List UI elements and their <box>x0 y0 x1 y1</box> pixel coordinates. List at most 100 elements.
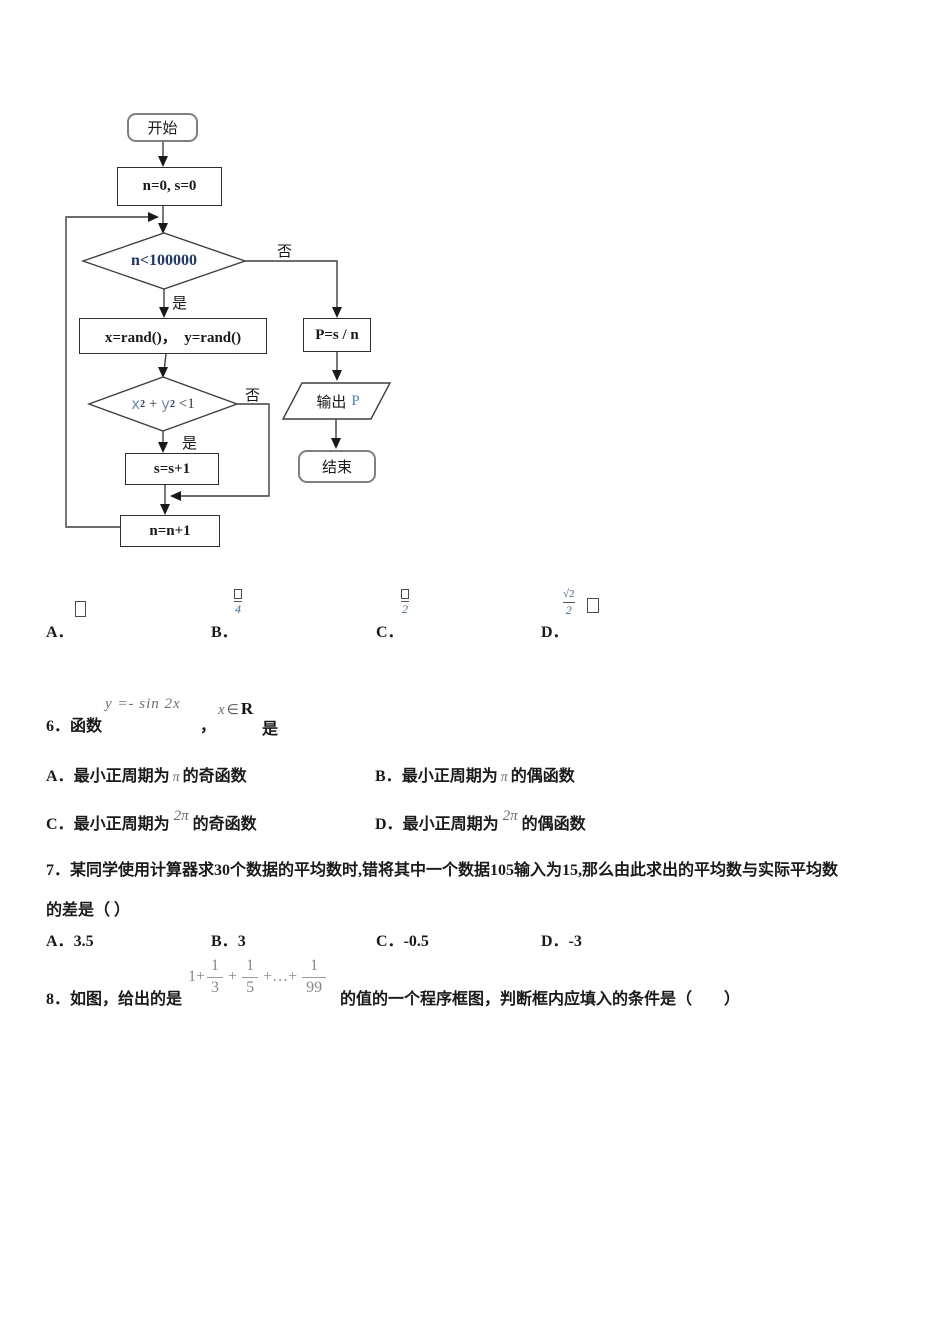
q6-option-a-pre: 最小正周期为 <box>73 768 170 785</box>
q7-option-b-label: B． <box>211 933 238 950</box>
q5-option-b-denominator: 4 <box>235 602 241 616</box>
missing-glyph-box <box>234 589 242 599</box>
cond2-less-than: <1 <box>175 395 195 412</box>
flowchart-output-text: 输出 P <box>293 389 383 413</box>
ellipsis-operator: +…+ <box>263 968 298 986</box>
q6-stem-tail: 是 <box>262 721 279 738</box>
fraction-numerator: 1 <box>310 957 319 974</box>
q7-line1-text: 某同学使用计算器求30个数据的平均数时,错将其中一个数据105输入为15,那么由… <box>70 862 839 879</box>
q6-option-b-pre: 最小正周期为 <box>401 768 498 785</box>
n-increment-label: n=n+1 <box>149 522 191 539</box>
pi-symbol: π <box>500 770 508 785</box>
q7-option-c-value: -0.5 <box>403 933 429 950</box>
q8-stem-lead: 8．如图，给出的是 <box>46 985 182 1009</box>
fraction-one-ninety-ninth: 1 99 <box>302 957 327 997</box>
rand-label: x=rand()， y=rand() <box>104 329 242 346</box>
missing-glyph-box <box>75 601 86 617</box>
plus-operator: + <box>228 968 238 986</box>
element-of-symbol: ∈ <box>226 703 239 718</box>
fraction-one-fifth: 1 5 <box>242 957 259 997</box>
fraction-denominator: 99 <box>306 978 323 996</box>
pi-symbol: π <box>172 770 180 785</box>
q7-option-d-label: D． <box>541 933 569 950</box>
q7-option-c: C．-0.5 <box>376 927 429 951</box>
q7-option-d-value: -3 <box>568 933 582 950</box>
q5-option-d-denominator: 2 <box>565 603 572 617</box>
missing-glyph-box <box>401 589 409 599</box>
q8-number: 8． <box>46 991 71 1008</box>
flowchart-init-node: n=0, s=0 <box>117 167 222 206</box>
q7-option-c-label: C． <box>376 933 404 950</box>
q6-option-c-post: 的奇函数 <box>192 816 257 833</box>
q8-expr-head: 1+ <box>188 968 206 986</box>
condition1-label: n<100000 <box>130 252 197 269</box>
flowchart-n-increment-node: n=n+1 <box>120 515 220 547</box>
q7-option-b: B．3 <box>211 927 246 951</box>
q5-option-c-fraction: 2 <box>401 589 409 615</box>
two-pi-symbol: 2π <box>173 808 189 824</box>
output-label: 输出 <box>316 394 347 411</box>
q5-option-c-label: C． <box>376 624 404 641</box>
flowchart-end-node: 结束 <box>298 450 376 483</box>
fraction-bar <box>207 976 224 978</box>
start-label: 开始 <box>147 121 178 137</box>
condition1-no-label: 否 <box>277 244 293 260</box>
q6-formula: y =- sin 2x <box>105 696 181 712</box>
q6-option-c-pre: 最小正周期为 <box>73 816 170 833</box>
condition1-yes-label: 是 <box>172 296 188 312</box>
q6-option-a-post: 的奇函数 <box>182 768 247 785</box>
flowchart-connectors <box>65 142 392 528</box>
q8-series-expression: 1+ 1 3 + 1 5 +…+ 1 99 <box>188 957 328 997</box>
q6-option-a-label: A． <box>46 768 74 785</box>
q6-lead-text: 函数 <box>70 718 103 735</box>
output-variable: P <box>351 392 360 409</box>
q7-option-a: A．3.5 <box>46 927 94 951</box>
end-label: 结束 <box>321 460 352 476</box>
q6-comma: ， <box>200 718 217 735</box>
q6-option-d-pre: 最小正周期为 <box>402 816 499 833</box>
q8-stem-tail: 的值的一个程序框图，判断框内应填入的条件是（ ） <box>340 991 741 1008</box>
q5-option-c-denominator: 2 <box>402 602 408 616</box>
q5-option-d-fraction: √2 2 <box>563 589 575 616</box>
flowchart-start-node: 开始 <box>127 113 198 142</box>
cond2-x: x <box>131 395 141 413</box>
q7-number: 7． <box>46 862 71 879</box>
fraction-bar <box>234 601 242 602</box>
cond2-y: y <box>161 395 171 413</box>
cond2-y-exponent: 2 <box>170 398 176 410</box>
q7-option-a-value: 3.5 <box>73 933 94 950</box>
q7-stem-line2: 的差是（ ） <box>46 902 131 919</box>
fraction-bar <box>242 976 259 978</box>
flowchart-p-calc-node: P=s / n <box>303 318 371 352</box>
flowchart-condition1-text: n<100000 <box>104 250 224 272</box>
q6-domain: x∈R <box>218 699 253 719</box>
condition2-no-label: 否 <box>245 388 261 404</box>
q5-option-b-label: B． <box>211 624 238 641</box>
fraction-numerator: 1 <box>211 957 220 974</box>
q6-option-d-label: D． <box>375 816 403 833</box>
q5-option-a-label: A． <box>46 624 74 641</box>
q5-option-d-label: D． <box>541 624 569 641</box>
fraction-bar <box>563 602 575 603</box>
q7-stem-line1: 7．某同学使用计算器求30个数据的平均数时,错将其中一个数据105输入为15,那… <box>46 856 838 880</box>
flowchart-s-increment-node: s=s+1 <box>125 453 219 485</box>
missing-glyph-box <box>587 598 599 613</box>
fraction-bar <box>302 976 327 978</box>
q7-option-b-value: 3 <box>237 933 246 950</box>
fraction-numerator: 1 <box>246 957 255 974</box>
fraction-bar <box>401 601 409 602</box>
fraction-denominator: 3 <box>211 978 220 996</box>
fraction-denominator: 5 <box>246 978 255 996</box>
init-label: n=0, s=0 <box>142 178 197 194</box>
q6-option-d-post: 的偶函数 <box>521 816 586 833</box>
q6-domain-set: R <box>240 699 254 718</box>
q6-stem-lead: 6．函数 <box>46 712 102 736</box>
fraction-one-third: 1 3 <box>207 957 224 997</box>
q7-option-d: D．-3 <box>541 927 582 951</box>
cond2-plus: + <box>145 395 162 412</box>
